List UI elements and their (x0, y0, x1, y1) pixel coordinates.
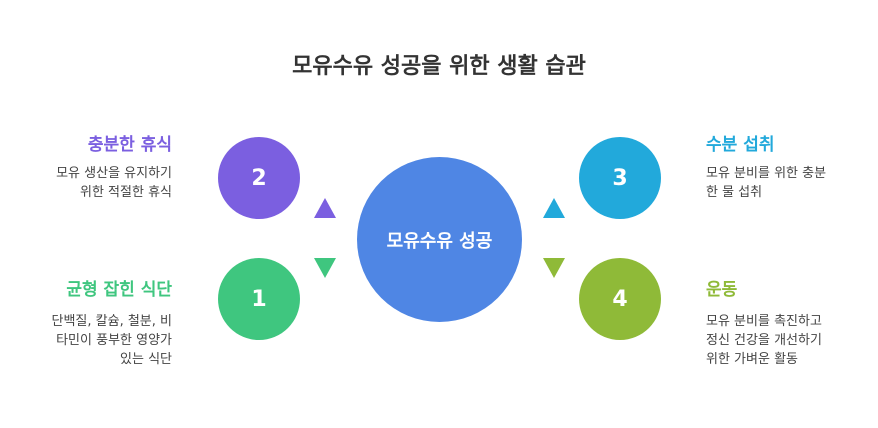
step-2-desc-line: 위한 적절한 휴식 (80, 185, 172, 200)
step-4-desc-line: 위한 가벼운 활동 (706, 352, 798, 367)
step-3-desc: 모유 분비를 위한 충분 한 물 섭취 (706, 164, 826, 202)
step-4-number: 4 (612, 286, 628, 312)
step-4-desc: 모유 분비를 촉진하고 정신 건강을 개선하기 위한 가벼운 활동 (706, 312, 822, 369)
step-4-desc-line: 모유 분비를 촉진하고 (706, 314, 822, 329)
step-1-circle: 1 (218, 258, 300, 340)
step-2-heading: 충분한 휴식 (87, 135, 172, 155)
step-1-desc-line: 있는 식단 (120, 352, 172, 367)
step-2-desc: 모유 생산을 유지하기 위한 적절한 휴식 (56, 164, 172, 202)
center-circle: 모유수유 성공 (357, 157, 522, 322)
step-1-desc: 단백질, 칼슘, 철분, 비 타민이 풍부한 영양가 있는 식단 (52, 312, 172, 369)
step-1-desc-line: 타민이 풍부한 영양가 (56, 333, 172, 348)
step-3-arrow (543, 198, 565, 218)
step-3-desc-line: 모유 분비를 위한 충분 (706, 166, 827, 181)
step-1-heading: 균형 잡힌 식단 (66, 280, 172, 300)
step-3-desc-line: 한 물 섭취 (706, 185, 763, 200)
step-3-circle: 3 (579, 137, 661, 219)
step-3-heading: 수분 섭취 (706, 135, 775, 155)
step-1-number: 1 (251, 286, 267, 312)
step-2-arrow (314, 198, 336, 218)
step-2-desc-line: 모유 생산을 유지하기 (56, 166, 172, 181)
page-title: 모유수유 성공을 위한 생활 습관 (292, 54, 586, 79)
step-2-circle: 2 (218, 137, 300, 219)
step-2-number: 2 (251, 165, 267, 191)
step-3-number: 3 (612, 165, 628, 191)
center-label: 모유수유 성공 (386, 230, 493, 252)
step-4-desc-line: 정신 건강을 개선하기 (706, 333, 822, 348)
step-1-desc-line: 단백질, 칼슘, 철분, 비 (51, 314, 172, 329)
step-4-heading: 운동 (706, 280, 738, 300)
step-1-arrow (314, 258, 336, 278)
step-4-circle: 4 (579, 258, 661, 340)
step-4-arrow (543, 258, 565, 278)
